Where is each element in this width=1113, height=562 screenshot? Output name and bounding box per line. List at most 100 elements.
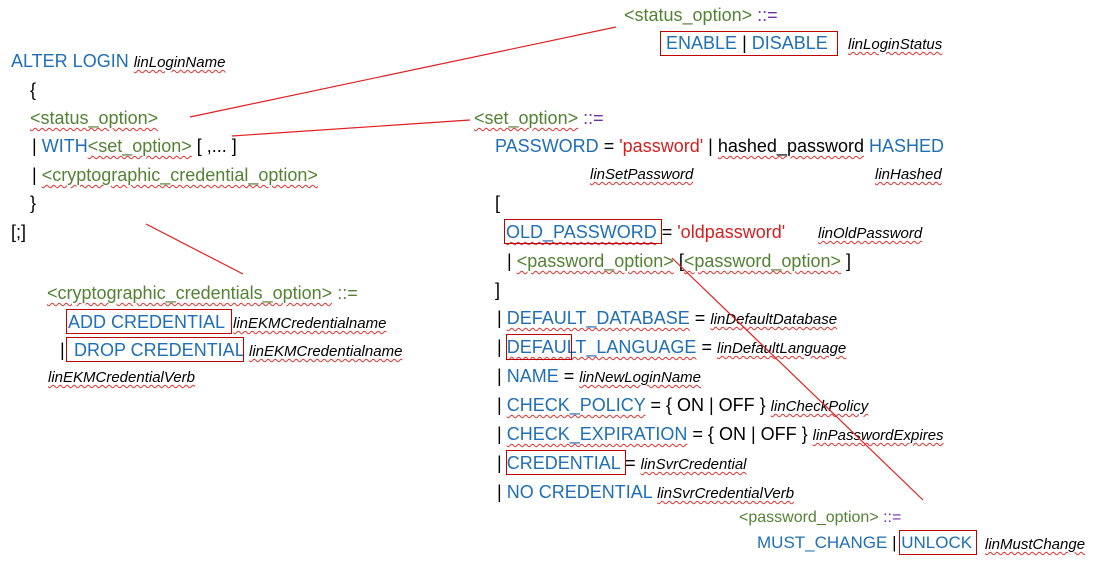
old-password-line: OLD_PASSWORD = 'oldpassword' xyxy=(506,221,785,243)
alter-status-option: <status_option> xyxy=(30,108,159,128)
hashed-variable: linHashed xyxy=(875,166,942,183)
pw-option-pipe: | xyxy=(507,251,512,271)
no-credential-keyword: NO CREDENTIAL xyxy=(506,482,653,502)
default-database-variable: linDefaultDatabase xyxy=(710,311,838,328)
password-option-definition: <password_option> ::= xyxy=(739,507,901,529)
pw-option-close: ] xyxy=(846,251,852,271)
password-eq: = xyxy=(603,136,615,156)
credential-verb-variable: linEKMCredentialVerb xyxy=(48,369,196,386)
old-password-keyword: OLD_PASSWORD xyxy=(506,222,657,242)
login-name-variable: linLoginName xyxy=(133,54,226,71)
unlock-keyword: UNLOCK xyxy=(901,533,973,552)
option-row: | NAME = linNewLoginName xyxy=(497,365,701,387)
password-option-ref: <password_option> xyxy=(516,251,674,271)
crypt-pipe: | xyxy=(32,165,37,185)
row-pipe: | xyxy=(497,366,502,386)
set-option-connector xyxy=(231,119,471,137)
set-option-head: <set_option> xyxy=(474,108,579,128)
login-status-variable: linLoginStatus xyxy=(848,36,943,53)
row-operator: = { ON | OFF } xyxy=(650,395,766,415)
alter-login-keyword: ALTER LOGIN xyxy=(11,51,129,71)
old-password-variable: linOldPassword xyxy=(818,225,923,242)
status-assign: ::= xyxy=(757,5,778,25)
alter-close-brace: } xyxy=(30,193,37,213)
option-row: | CHECK_EXPIRATION = { ON | OFF } linPas… xyxy=(497,423,944,445)
status-connector xyxy=(189,26,617,118)
option-row: | NO CREDENTIAL linSvrCredentialVerb xyxy=(497,481,794,503)
pw-pipe: | xyxy=(892,533,897,552)
option-row: | DEFAULT_LANGUAGE = linDefaultLanguage xyxy=(497,336,846,358)
crypt-assign: ::= xyxy=(337,283,358,303)
must-change-variable: linMustChange xyxy=(985,536,1086,553)
alter-crypt-option: <cryptographic_credential_option> xyxy=(41,165,318,185)
row-pipe: | xyxy=(497,424,502,444)
new-login-name-variable: linNewLoginName xyxy=(579,369,701,386)
svr-credential-verb-variable: linSvrCredentialVerb xyxy=(657,485,795,502)
password-string: 'password' xyxy=(619,136,704,156)
option-row: | CREDENTIAL = linSvrCredential xyxy=(497,452,747,474)
row-operator: = xyxy=(625,453,636,473)
drop-credential-keyword: DROP CREDENTIAL xyxy=(74,340,245,360)
drop-credential-variable: linEKMCredentialname xyxy=(249,343,403,360)
row-operator: = xyxy=(701,337,712,357)
default-language-variable: linDefaultLanguage xyxy=(716,340,847,357)
old-password-eq: = xyxy=(661,222,673,242)
password-option-line: | <password_option> [<password_option> ] xyxy=(507,250,851,272)
hashed-password: hashed_password xyxy=(717,136,864,156)
alter-set-option: <set_option> xyxy=(87,136,192,156)
optional-open-bracket: [ xyxy=(495,193,501,213)
svr-credential-variable: linSvrCredential xyxy=(640,456,747,473)
row-operator: = { ON | OFF } xyxy=(692,424,808,444)
row-pipe: | xyxy=(497,395,502,415)
set-password-variable: linSetPassword xyxy=(590,166,694,183)
option-row: | CHECK_POLICY = { ON | OFF } linCheckPo… xyxy=(497,394,868,416)
statement-terminator: [;] xyxy=(11,222,27,242)
set-option-definition: <set_option> ::= xyxy=(474,107,604,129)
row-pipe: | xyxy=(497,453,502,473)
name-keyword: NAME xyxy=(506,366,559,386)
check-policy-keyword: CHECK_POLICY xyxy=(506,395,646,415)
default-language-keyword: DEFAULT_LANGUAGE xyxy=(506,337,697,357)
row-operator: = xyxy=(694,308,706,328)
password-option-ref-2: <password_option> xyxy=(683,251,841,271)
password-option-head: <password_option> xyxy=(739,509,879,526)
crypt-connector xyxy=(145,223,244,275)
password-expires-variable: linPasswordExpires xyxy=(812,427,944,444)
default-database-keyword: DEFAULT_DATABASE xyxy=(506,308,690,328)
with-pipe: | xyxy=(32,136,37,156)
password-keyword: PASSWORD xyxy=(495,136,599,156)
add-credential-keyword: ADD CREDENTIAL xyxy=(68,312,226,332)
set-assign: ::= xyxy=(583,108,604,128)
add-credential-variable: linEKMCredentialname xyxy=(233,315,387,332)
crypt-definition: <cryptographic_credentials_option> ::= xyxy=(47,282,358,304)
row-pipe: | xyxy=(497,337,502,357)
alter-open-brace: { xyxy=(30,80,37,100)
must-change-keyword: MUST_CHANGE xyxy=(757,533,888,552)
alter-with-line: | WITH<set_option> [ ,... ] xyxy=(32,135,237,157)
alter-crypt-line: | <cryptographic_credential_option> xyxy=(32,164,318,186)
row-pipe: | xyxy=(497,308,502,328)
optional-close-bracket: ] xyxy=(495,280,501,300)
crypt-pipe-2: | xyxy=(60,340,65,360)
status-option-definition: <status_option> ::= xyxy=(624,4,778,26)
row-operator: = xyxy=(563,366,575,386)
enable-keyword: ENABLE xyxy=(666,33,738,53)
status-pipe: | xyxy=(742,33,747,53)
password-pipe: | xyxy=(708,136,713,156)
credential-keyword: CREDENTIAL xyxy=(506,453,621,473)
pw-assign: ::= xyxy=(883,509,902,526)
check-policy-variable: linCheckPolicy xyxy=(770,398,869,415)
row-pipe: | xyxy=(497,482,502,502)
old-password-string: 'oldpassword' xyxy=(677,222,786,242)
crypt-head: <cryptographic_credentials_option> xyxy=(47,283,333,303)
status-option-head: <status_option> xyxy=(624,5,753,25)
password-option-values: MUST_CHANGE | UNLOCK xyxy=(757,532,972,554)
with-keyword: WITH xyxy=(41,136,88,156)
alter-login-line: ALTER LOGIN linLoginName xyxy=(11,50,225,72)
hashed-keyword: HASHED xyxy=(869,136,945,156)
check-expiration-keyword: CHECK_EXPIRATION xyxy=(506,424,688,444)
status-values-line: ENABLE | DISABLE xyxy=(666,32,828,54)
option-row: | DEFAULT_DATABASE = linDefaultDatabase xyxy=(497,307,837,329)
